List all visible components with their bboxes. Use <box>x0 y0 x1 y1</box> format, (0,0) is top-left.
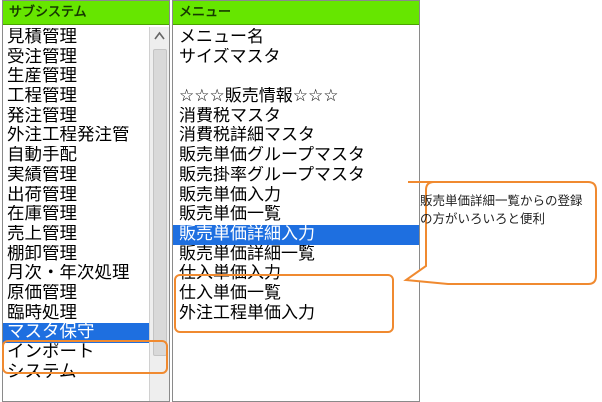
menu-item[interactable]: 販売単価グループマスタ <box>179 146 365 166</box>
scrollbar-thumb[interactable] <box>153 49 167 356</box>
subsystem-item[interactable]: 発注管理 <box>7 106 77 126</box>
subsystem-item[interactable]: 出荷管理 <box>7 185 77 205</box>
subsystem-scrollbar[interactable] <box>149 27 169 401</box>
subsystem-item[interactable]: 自動手配 <box>7 146 77 166</box>
callout-bubble: 販売単価詳細一覧からの登録の方がいろいろと便利 <box>398 180 598 286</box>
subsystem-item[interactable]: 生産管理 <box>7 67 77 87</box>
subsystem-item[interactable]: 原価管理 <box>7 283 77 303</box>
callout-text: 販売単価詳細一覧からの登録の方がいろいろと便利 <box>420 193 583 226</box>
menu-header: メニュー <box>173 1 419 25</box>
subsystem-item[interactable]: 工程管理 <box>7 87 77 107</box>
menu-panel: メニュー メニュー名サイズマスタ ☆☆☆販売情報☆☆☆消費税マスタ消費税詳細マスタ… <box>172 0 420 402</box>
subsystem-list: 見積管理受注管理生産管理工程管理発注管理外注工程発注管自動手配実績管理出荷管理在… <box>3 28 149 382</box>
subsystem-item[interactable]: 在庫管理 <box>7 205 77 225</box>
scroll-up-arrow-icon[interactable] <box>154 31 165 41</box>
menu-list: メニュー名サイズマスタ ☆☆☆販売情報☆☆☆消費税マスタ消費税詳細マスタ販売単価グ… <box>173 28 419 323</box>
menu-item[interactable]: 販売掛率グループマスタ <box>179 165 365 185</box>
subsystem-item[interactable]: 外注工程発注管 <box>7 126 130 146</box>
subsystem-panel: サブシステム 見積管理受注管理生産管理工程管理発注管理外注工程発注管自動手配実績… <box>2 0 170 402</box>
menu-item[interactable]: サイズマスタ <box>179 47 281 67</box>
menu-item[interactable]: 仕入単価一覧 <box>179 283 281 303</box>
subsystem-item[interactable]: マスタ保守 <box>3 323 149 343</box>
menu-item[interactable]: メニュー名 <box>179 28 264 47</box>
menu-item[interactable]: 仕入単価入力 <box>179 264 281 284</box>
subsystem-item[interactable]: インポート <box>7 343 95 362</box>
subsystem-item[interactable]: 月次・年次処理 <box>7 264 130 284</box>
subsystem-item[interactable]: 売上管理 <box>7 224 77 244</box>
menu-item[interactable]: 消費税マスタ <box>179 106 281 126</box>
subsystem-item[interactable]: 見積管理 <box>7 28 77 47</box>
subsystem-item[interactable]: 棚卸管理 <box>7 244 77 264</box>
menu-item <box>173 67 419 87</box>
menu-item[interactable]: 外注工程単価入力 <box>179 303 315 323</box>
menu-item[interactable]: ☆☆☆販売情報☆☆☆ <box>179 87 339 107</box>
subsystem-header: サブシステム <box>3 1 169 25</box>
subsystem-item[interactable]: 受注管理 <box>7 47 77 67</box>
menu-item[interactable]: 販売単価入力 <box>179 185 281 205</box>
menu-item[interactable]: 販売単価詳細入力 <box>173 224 419 245</box>
menu-item[interactable]: 消費税詳細マスタ <box>179 126 315 146</box>
menu-item[interactable]: 販売単価詳細一覧 <box>179 244 315 264</box>
subsystem-item[interactable]: システム <box>7 362 77 382</box>
subsystem-item[interactable]: 実績管理 <box>7 165 77 185</box>
subsystem-item[interactable]: 臨時処理 <box>7 303 77 323</box>
menu-item[interactable]: 販売単価一覧 <box>179 205 281 225</box>
